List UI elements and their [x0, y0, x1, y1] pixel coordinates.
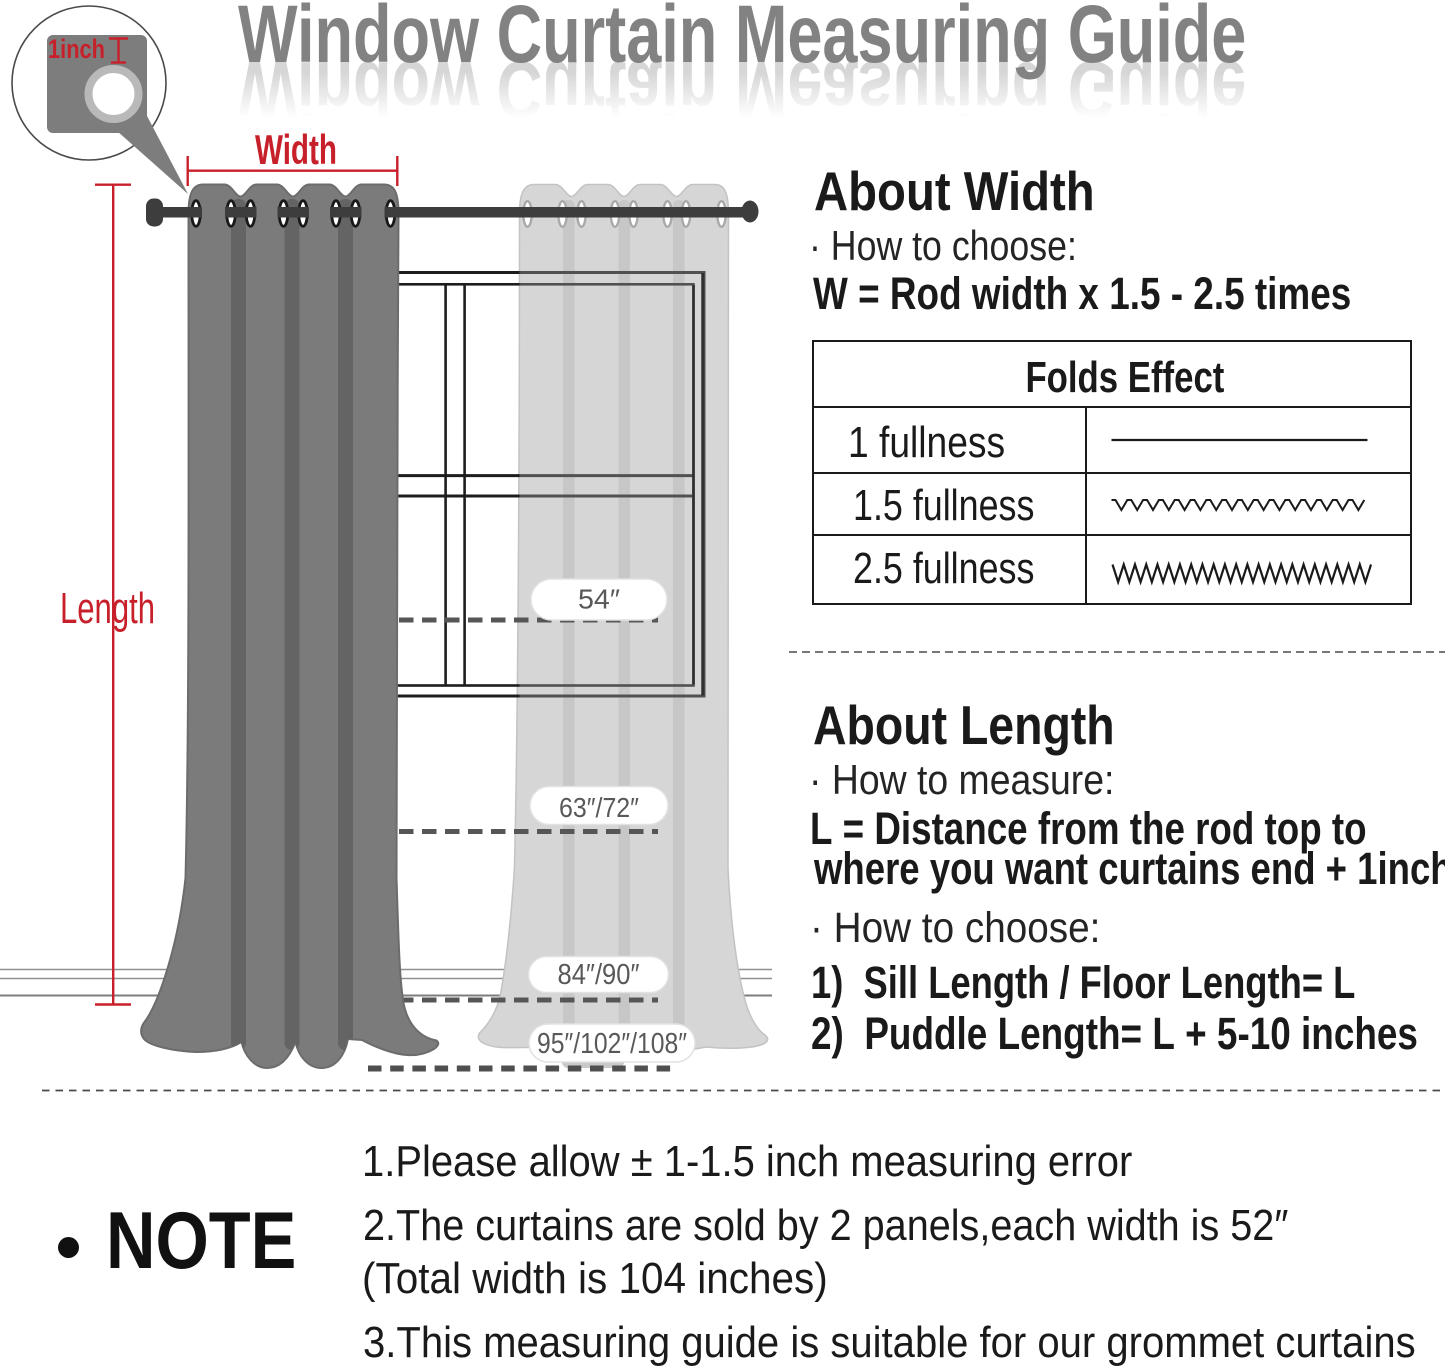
svg-text:54″: 54″	[578, 584, 620, 615]
svg-text:Length: Length	[60, 584, 155, 633]
svg-text:Width: Width	[255, 126, 337, 173]
svg-text:1inch: 1inch	[48, 34, 105, 64]
svg-text:95″/102″/108″: 95″/102″/108″	[537, 1028, 687, 1060]
svg-text:84″/90″: 84″/90″	[558, 959, 640, 991]
svg-text:63″/72″: 63″/72″	[559, 792, 639, 823]
